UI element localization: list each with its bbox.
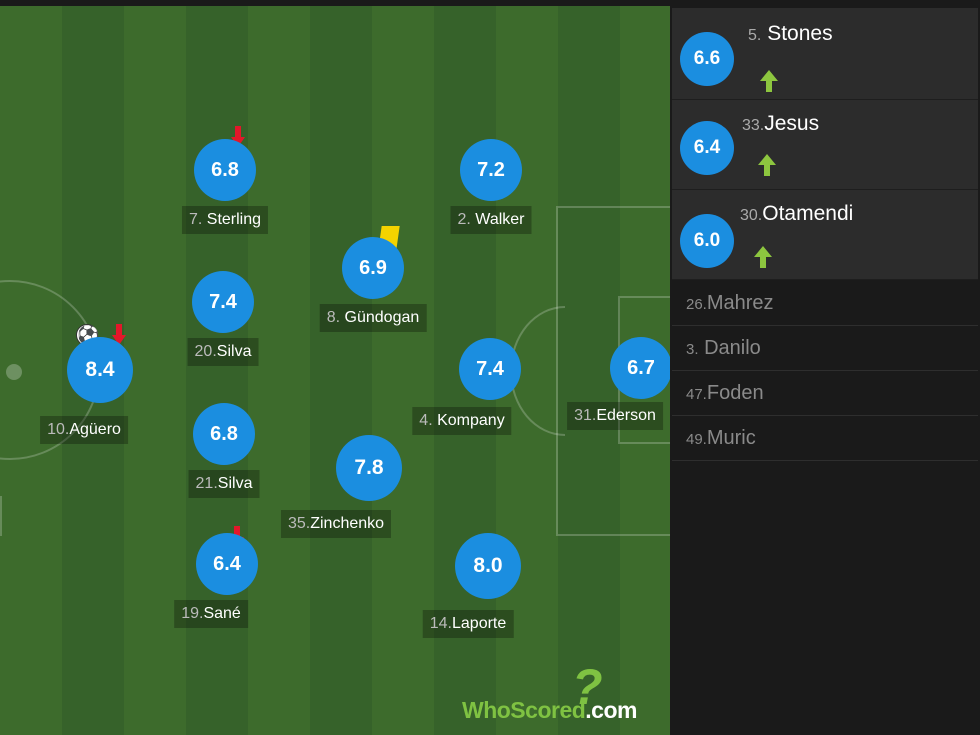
sub-name: 30.Otamendi [740,202,854,225]
sub-on-row-otamendi[interactable]: 6.0 30.Otamendi [672,190,978,280]
sub-on-row-stones[interactable]: 6.6 5. Stones [672,8,978,100]
sub-rating: 6.4 [680,121,734,175]
bench-row-muric[interactable]: 49.Muric [672,416,978,461]
player-name-label: 19.Sané [174,600,248,628]
player-name-label: 10.Agüero [40,416,128,444]
logo-text-main: WhoScored [462,697,586,723]
centre-spot [6,364,22,380]
bench-row-danilo[interactable]: 3. Danilo [672,326,978,371]
player-rating: 6.8 [194,139,256,201]
bench-row-foden[interactable]: 47.Foden [672,371,978,416]
player-name-label: 31.Ederson [567,402,663,430]
player-rating: 8.0 [455,533,521,599]
player-rating: 7.4 [459,338,521,400]
sub-name: 33.Jesus [742,112,820,135]
sub-rating: 6.0 [680,214,734,268]
substitutes-panel: 6.6 5. Stones 6.4 33.Jesus 6.0 30.Otamen… [670,0,980,735]
logo-text-domain: .com [585,697,637,723]
player-rating: 6.9 [342,237,404,299]
player-name-label: 2. Walker [450,206,532,234]
player-name-label: 8. Gündogan [319,304,427,332]
player-name-label: 20.Silva [187,338,259,366]
left-box-edge [0,496,2,536]
sub-on-row-jesus[interactable]: 6.4 33.Jesus [672,100,978,190]
sub-on-arrow-icon [758,154,776,176]
player-rating: 6.8 [193,403,255,465]
bench-row-mahrez[interactable]: 26.Mahrez [672,281,978,326]
player-name-label: 14.Laporte [422,610,514,638]
player-name-label: 7. Sterling [181,206,269,234]
player-name-label: 21.Silva [188,470,260,498]
sub-name: 5. Stones [748,22,833,45]
player-rating: 8.4 [67,337,133,403]
question-mark-logo-icon: ? [572,659,603,715]
sub-off-arrow-icon [112,324,126,346]
player-rating: 6.7 [610,337,670,399]
player-rating: 7.4 [192,271,254,333]
player-rating: 6.4 [196,533,258,595]
player-rating: 7.2 [460,139,522,201]
sub-on-arrow-icon [760,70,778,92]
sub-rating: 6.6 [680,32,734,86]
sub-on-arrow-icon [754,246,772,268]
pitch: 6.8 7. Sterling 7.2 2. Walker 6.9 8. Gün… [0,6,670,735]
player-rating: 7.8 [336,435,402,501]
player-name-label: 35.Zinchenko [280,510,392,538]
whoscored-logo: ? WhoScored.com [462,659,662,725]
player-name-label: 4. Kompany [412,407,512,435]
